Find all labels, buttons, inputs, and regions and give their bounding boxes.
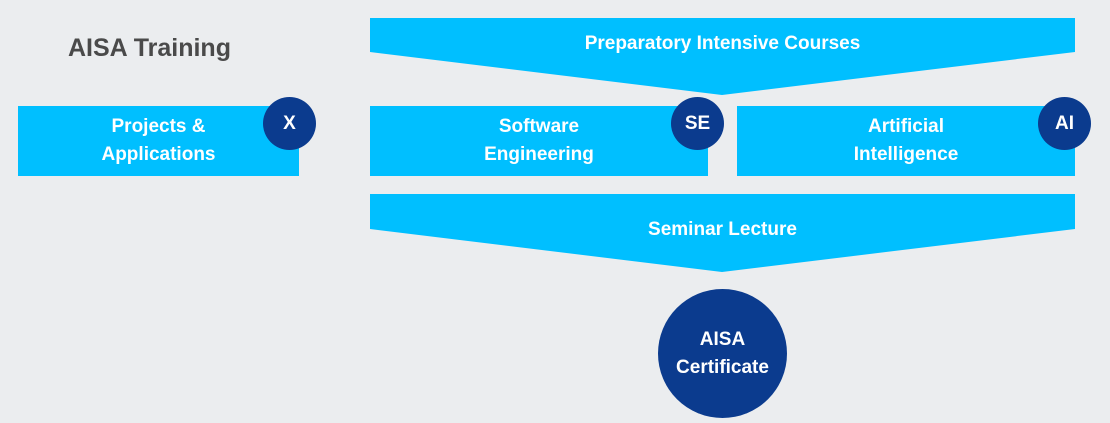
- diagram-title: AISA Training: [68, 34, 231, 62]
- artificial-intelligence-label: Artificial Intelligence: [737, 106, 1075, 176]
- preparatory-courses-shape: [370, 18, 1075, 95]
- seminar-lecture-label: Seminar Lecture: [370, 214, 1075, 246]
- projects-line2: Applications: [101, 144, 216, 165]
- artificial-intelligence-badge: AI: [1038, 97, 1091, 150]
- projects-badge: X: [263, 97, 316, 150]
- ai-line1: Artificial: [867, 116, 945, 137]
- software-engineering-label: Software Engineering: [370, 106, 708, 176]
- preparatory-courses-label: Preparatory Intensive Courses: [370, 28, 1075, 60]
- artificial-intelligence-shape: [737, 106, 1075, 176]
- ai-line2: Intelligence: [853, 144, 959, 165]
- projects-applications-label: Projects & Applications: [18, 106, 299, 176]
- projects-applications-shape: [18, 106, 299, 176]
- certificate-line2: Certificate: [676, 356, 769, 378]
- aisa-certificate: AISA Certificate: [658, 289, 787, 418]
- seminar-lecture-text: Seminar Lecture: [648, 219, 797, 240]
- software-line2: Engineering: [484, 144, 594, 165]
- software-engineering-badge: SE: [671, 97, 724, 150]
- certificate-line1: AISA: [699, 328, 746, 350]
- software-line1: Software: [498, 116, 580, 137]
- seminar-lecture-shape: [370, 194, 1075, 272]
- software-engineering-shape: [370, 106, 708, 176]
- preparatory-courses-text: Preparatory Intensive Courses: [584, 33, 861, 54]
- projects-line1: Projects &: [111, 116, 206, 137]
